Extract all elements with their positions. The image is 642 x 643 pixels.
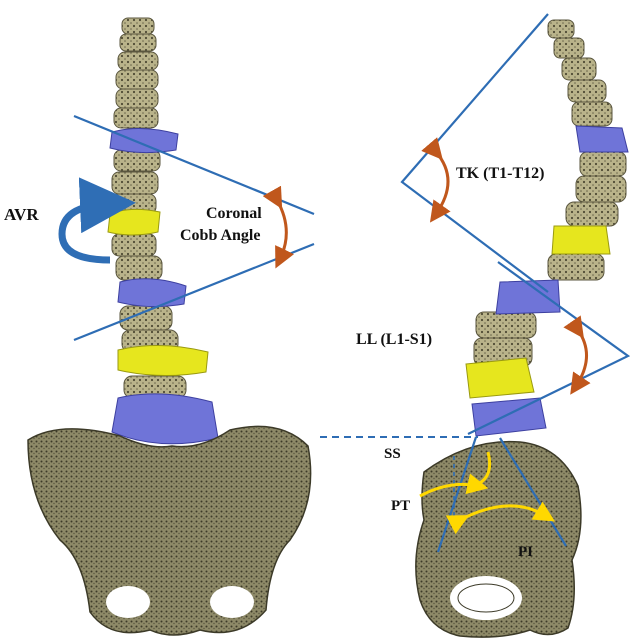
coronal-apical-vertebra (108, 209, 160, 235)
coronal-upper-end-vertebra (110, 128, 178, 152)
avr-label: AVR (4, 205, 39, 224)
coronal-lower-end-vertebra (118, 279, 186, 307)
thoracic-kyphosis-lines (402, 14, 548, 292)
curved-rotation-arrow-icon (62, 204, 110, 260)
pi-label: PI (518, 544, 533, 560)
sagittal-obturator-inner (458, 584, 514, 612)
sagittal-t-vertebra-blue (576, 126, 628, 152)
coronal-sacrum-top (112, 394, 218, 444)
coronal-cobb-upper-line (74, 116, 314, 214)
tk-label: TK (T1-T12) (456, 165, 544, 182)
coronal-pelvis (28, 426, 311, 635)
coronal-obturator-right (210, 586, 254, 618)
coronal-vertebrae (112, 18, 186, 398)
pt-label: PT (391, 498, 410, 514)
sagittal-lumbar-yellow (466, 358, 534, 398)
cobb-label-line2: Cobb Angle (180, 227, 260, 244)
ss-label: SS (384, 446, 401, 462)
coronal-spine (28, 18, 311, 635)
coronal-yellow-lumbar (118, 345, 208, 375)
coronal-obturator-left (106, 586, 150, 618)
sagittal-l1-blue (496, 280, 560, 314)
angle-arc-icon (277, 200, 286, 259)
ll-label: LL (L1-S1) (356, 331, 432, 348)
cobb-label-line1: Coronal (206, 205, 262, 222)
sagittal-s1-blue (472, 398, 546, 436)
sagittal-apex-yellow (552, 226, 610, 254)
tk-angle-arc (436, 152, 448, 214)
